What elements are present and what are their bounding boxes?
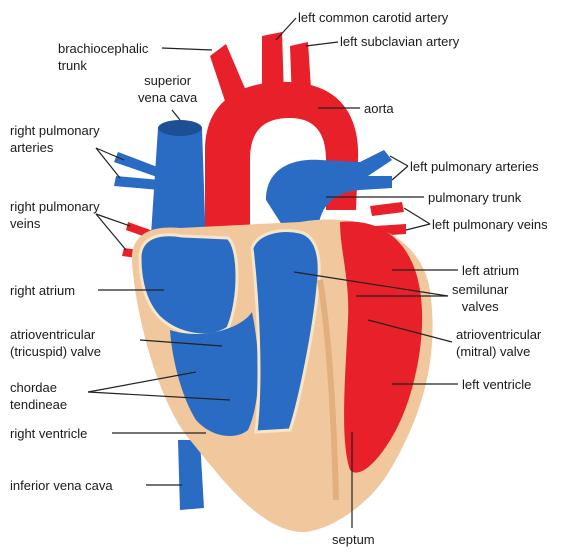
- superior-vena-cava-opening: [158, 120, 202, 136]
- label-aorta: aorta: [364, 101, 394, 116]
- label-av-mitral-valve: atrioventricular (mitral) valve: [456, 326, 541, 360]
- leader-av-mitral: [367, 319, 453, 343]
- label-chordae-line1: chordae: [10, 380, 57, 395]
- label-left-common-carotid-artery: left common carotid artery: [298, 10, 449, 25]
- left-common-carotid-artery: [262, 32, 284, 100]
- leader-left-pulm-art-1: [389, 155, 409, 167]
- leader-right-pulm-art-2: [95, 147, 121, 179]
- leader-right-pulm-art-1: [95, 147, 125, 161]
- aortic-arch: [205, 81, 359, 251]
- label-semilunar-line1: semilunar: [452, 282, 509, 297]
- right-ventricle-chamber: [170, 312, 259, 436]
- brachiocephalic-trunk: [210, 44, 250, 110]
- label-left-pulmonary-veins: left pulmonary veins: [432, 217, 548, 232]
- left-subclavian-artery: [290, 42, 312, 104]
- label-right-pulmonary-veins: right pulmonary veins: [10, 198, 100, 232]
- label-right-atrium: right atrium: [10, 283, 76, 298]
- septum-wall: [317, 279, 339, 501]
- label-inferior-vena-cava: inferior vena cava: [10, 478, 113, 493]
- label-septum: septum: [332, 532, 375, 547]
- leader-superior-vc: [171, 109, 181, 121]
- label-right-ventricle: right ventricle: [10, 426, 88, 441]
- label-chordae-tendineae: chordae tendineae: [10, 379, 67, 413]
- label-semilunar-line2: valves: [461, 299, 499, 314]
- inferior-vena-cava: [178, 440, 204, 510]
- label-superior-vc-line1: superior: [144, 73, 192, 88]
- left-atrium-chamber: [340, 221, 423, 473]
- label-brachiocephalic-trunk: brachiocephalic trunk: [58, 40, 148, 74]
- leader-right-pulm-veins-1: [95, 213, 131, 227]
- leader-chordae-1: [87, 371, 197, 393]
- label-av-tricuspid-line2: (tricuspid) valve: [10, 344, 102, 359]
- leader-semilunar-1: [293, 271, 449, 297]
- label-superior-vc-line2: vena cava: [138, 90, 198, 105]
- label-brachiocephalic-line2: trunk: [58, 58, 87, 73]
- pulmonary-outflow-chamber: [250, 229, 321, 434]
- leader-brachiocephalic: [161, 47, 213, 51]
- leader-left-pulm-art-2: [391, 165, 409, 181]
- leader-left-subclavian: [305, 41, 339, 47]
- label-left-pulmonary-arteries: left pulmonary arteries: [410, 159, 539, 174]
- right-pulmonary-artery-upper: [114, 152, 160, 178]
- leader-left-common-carotid: [275, 17, 297, 41]
- label-chordae-line2: tendineae: [10, 397, 68, 412]
- left-pulmonary-vein-upper: [370, 202, 404, 216]
- leader-right-pulm-veins-2: [95, 213, 127, 251]
- label-right-pulm-veins-line2: veins: [10, 216, 41, 231]
- label-av-tricuspid-line1: atrioventricular: [10, 327, 96, 342]
- label-right-pulm-art-line2: arteries: [10, 140, 54, 155]
- leader-left-pulm-veins-2: [405, 223, 431, 231]
- leader-av-tricuspid: [139, 339, 223, 347]
- label-pulmonary-trunk: pulmonary trunk: [428, 190, 522, 205]
- label-brachiocephalic-line1: brachiocephalic: [58, 41, 149, 56]
- label-right-pulm-art-line1: right pulmonary: [10, 123, 100, 138]
- label-semilunar-valves: semilunar valves: [452, 281, 508, 315]
- label-av-tricuspid-valve: atrioventricular (tricuspid) valve: [10, 326, 101, 360]
- label-av-mitral-line1: atrioventricular: [456, 327, 542, 342]
- label-av-mitral-line2: (mitral) valve: [456, 344, 531, 359]
- leader-chordae-2: [87, 391, 231, 401]
- leader-left-pulm-veins-1: [403, 207, 431, 225]
- right-atrium-chamber: [138, 233, 239, 337]
- label-left-subclavian-artery: left subclavian artery: [340, 34, 460, 49]
- label-superior-vena-cava: superior vena cava: [138, 72, 197, 106]
- superior-vena-cava: [150, 128, 206, 250]
- right-pulmonary-artery-lower: [114, 176, 160, 190]
- label-left-atrium: left atrium: [462, 263, 520, 278]
- label-right-pulm-veins-line1: right pulmonary: [10, 199, 100, 214]
- label-left-ventricle: left ventricle: [462, 377, 532, 392]
- label-right-pulmonary-arteries: right pulmonary arteries: [10, 122, 100, 156]
